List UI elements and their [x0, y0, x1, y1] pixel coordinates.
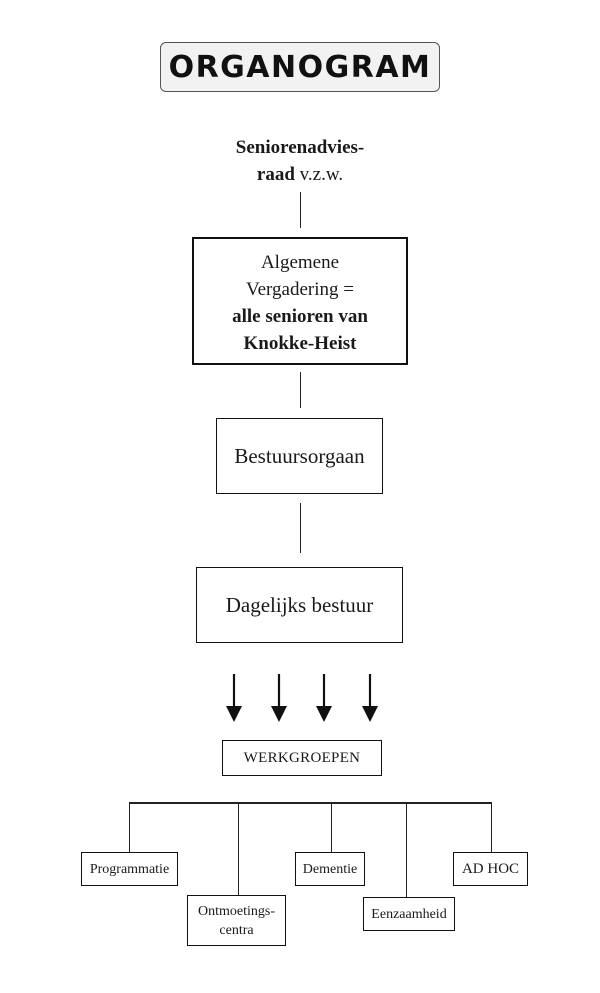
- ad-hoc-label: AD HOC: [461, 860, 520, 877]
- arrow-down-icon: [271, 674, 287, 722]
- arrow-down-icon: [226, 674, 242, 722]
- node-eenzaamheid: Eenzaamheid: [363, 897, 455, 931]
- root-label-line2-bold: raad: [256, 164, 295, 185]
- branch-ad-hoc: [491, 802, 493, 852]
- node-programmatie: Programmatie: [81, 852, 178, 886]
- arrow-down-icon: [316, 674, 332, 722]
- ontmoetingscentra-label-line2: centra: [219, 922, 254, 938]
- ontmoetingscentra-label-line1: Ontmoetings-: [198, 903, 275, 919]
- branch-ontmoetingscentra: [238, 802, 240, 895]
- node-ad-hoc: AD HOC: [453, 852, 528, 886]
- root-label-line1: Seniorenadvies-: [235, 137, 365, 158]
- arrow-down-icon: [362, 674, 378, 722]
- connector-assembly-board: [300, 372, 302, 408]
- daily-board-label: Dagelijks bestuur: [225, 592, 374, 617]
- branch-dementie: [331, 802, 333, 852]
- connector-board-daily: [300, 503, 302, 553]
- node-working-groups: WERKGROEPEN: [222, 740, 382, 776]
- general-assembly-line3: alle senioren van: [232, 306, 368, 327]
- node-ontmoetingscentra: Ontmoetings- centra: [187, 895, 286, 946]
- node-board: Bestuursorgaan: [216, 418, 383, 494]
- board-label: Bestuursorgaan: [234, 443, 365, 468]
- root-label-line2-rest: v.z.w.: [294, 164, 344, 185]
- general-assembly-line4: Knokke-Heist: [243, 333, 357, 354]
- programmatie-label: Programmatie: [89, 861, 170, 877]
- root-label: Seniorenadvies- raad v.z.w.: [200, 134, 400, 188]
- working-groups-label: WERKGROEPEN: [243, 749, 361, 766]
- dementie-label: Dementie: [302, 861, 358, 877]
- eenzaamheid-label: Eenzaamheid: [371, 906, 447, 922]
- diagram-title: ORGANOGRAM: [160, 42, 440, 92]
- node-daily-board: Dagelijks bestuur: [196, 567, 403, 643]
- node-general-assembly: Algemene Vergadering = alle senioren van…: [192, 237, 408, 365]
- node-dementie: Dementie: [295, 852, 365, 886]
- tree-horizontal-bar: [129, 802, 492, 804]
- branch-programmatie: [129, 802, 131, 852]
- branch-eenzaamheid: [406, 802, 408, 897]
- connector-root-assembly: [300, 192, 302, 228]
- general-assembly-line2: Vergadering =: [246, 279, 354, 300]
- general-assembly-line1: Algemene: [260, 252, 340, 273]
